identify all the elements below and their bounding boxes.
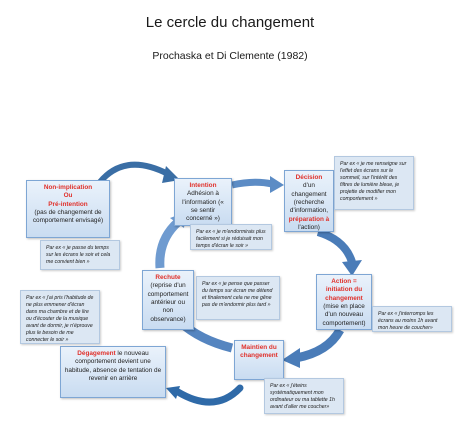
arrow-rechute-to-intention <box>155 218 182 269</box>
stage-intention-text: Adhésion à l'information (« se sentir co… <box>182 190 224 223</box>
stage-intention-title: Intention <box>189 182 217 189</box>
note-non-intention: Par ex « je passe du temps sur les écran… <box>40 240 120 270</box>
stage-decision-title: Décision <box>295 174 323 181</box>
arrow-decision-to-action <box>316 228 356 264</box>
page-subtitle: Prochaska et Di Clemente (1982) <box>152 50 308 62</box>
arrowhead-maintien <box>282 348 300 368</box>
stage-non-intention-title-2: Ou <box>63 192 73 200</box>
stage-non-intention-title-3: Pré-intention <box>48 200 88 208</box>
arrow-intention-to-decision <box>231 178 273 189</box>
arrowhead-action <box>342 260 362 276</box>
arrow-maintien-to-degagement <box>174 384 244 406</box>
stage-decision-text: d'un changement (recherche d'information… <box>288 182 330 232</box>
note-rechute: Par ex « je pense que passer du temps su… <box>196 276 280 320</box>
arrowhead-decision <box>270 176 284 193</box>
stage-decision-text-highlight: préparation à <box>288 215 330 223</box>
note-maintien: Par ex « j'éteins systématiquement mon o… <box>264 378 344 414</box>
stage-rechute-text: (reprise d'un comportement antérieur ou … <box>147 282 189 323</box>
stage-action: Action = initiation du changement (mise … <box>316 274 372 330</box>
stage-non-intention: Non-implication Ou Pré-intention (pas de… <box>26 180 110 238</box>
note-intention: Par ex « je m'endormirais plus facilemen… <box>190 224 272 250</box>
stage-rechute-title: Rechute <box>155 274 181 281</box>
stage-action-text: (mise en place d'un nouveau comportement… <box>322 302 366 327</box>
stage-non-intention-text: (pas de changement de comportement envis… <box>32 208 104 225</box>
note-decision: Par ex « je me renseigne sur l'effet des… <box>334 156 414 210</box>
stage-decision-text-2: l'action) <box>298 223 320 231</box>
note-action: Par ex « j'interromps les écrans au moin… <box>372 306 452 332</box>
stage-rechute: Rechute (reprise d'un comportement antér… <box>142 270 194 330</box>
arrowhead-degagement <box>166 386 180 399</box>
page-title: Le cercle du changement <box>145 14 315 31</box>
stage-maintien: Maintien du changement <box>234 340 284 380</box>
stage-degagement-body: le nouveau comportement devient une habi… <box>64 350 162 382</box>
stage-intention: Intention Adhésion à l'information (« se… <box>174 178 232 226</box>
stage-action-title: Action = initiation du changement <box>325 278 363 302</box>
stage-degagement: Dégagement le nouveau comportement devie… <box>60 346 166 398</box>
stage-decision: Décision d'un changement (recherche d'in… <box>284 170 334 232</box>
stage-degagement-title: Dégagement <box>77 350 116 357</box>
note-degagement: Par ex « j'ai pris l'habitude de ne plus… <box>20 290 100 344</box>
arrow-action-to-maintien <box>295 327 344 363</box>
stage-non-intention-title-1: Non-implication <box>43 184 93 191</box>
stage-degagement-text: Dégagement le nouveau comportement devie… <box>64 350 162 383</box>
arrow-non-intention-to-intention <box>97 161 171 185</box>
stage-decision-text-1: d'un changement (recherche d'information… <box>289 182 329 215</box>
stage-maintien-title: Maintien du changement <box>240 344 278 360</box>
